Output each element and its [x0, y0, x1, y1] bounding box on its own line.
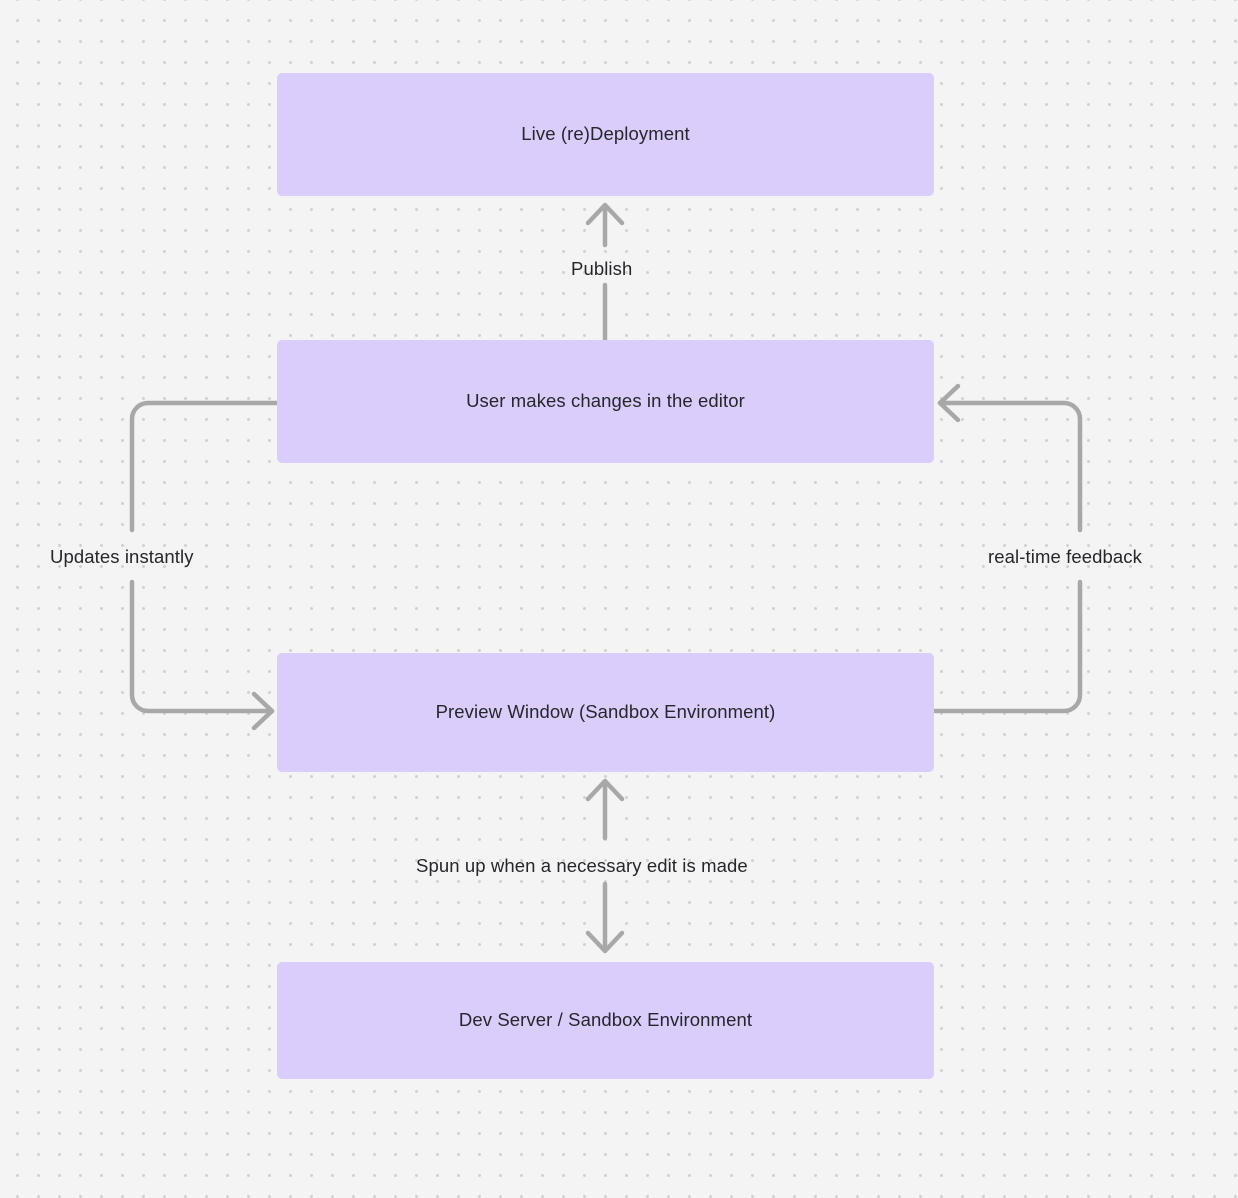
- node-user-makes-changes[interactable]: User makes changes in the editor: [277, 340, 934, 463]
- node-label: Preview Window (Sandbox Environment): [435, 701, 776, 723]
- node-label: Dev Server / Sandbox Environment: [458, 1009, 753, 1031]
- node-label: User makes changes in the editor: [466, 390, 745, 412]
- node-live-redeployment[interactable]: Live (re)Deployment: [277, 73, 934, 196]
- edge-label-spun-up: Spun up when a necessary edit is made: [416, 855, 748, 876]
- node-preview-window[interactable]: Preview Window (Sandbox Environment): [277, 653, 934, 772]
- edge-label-updates-instantly: Updates instantly: [50, 546, 194, 567]
- edge-label-publish: Publish: [571, 258, 633, 279]
- edge-label-real-time-feedback: real-time feedback: [988, 546, 1142, 567]
- node-dev-server[interactable]: Dev Server / Sandbox Environment: [277, 962, 934, 1079]
- node-label: Live (re)Deployment: [521, 123, 690, 145]
